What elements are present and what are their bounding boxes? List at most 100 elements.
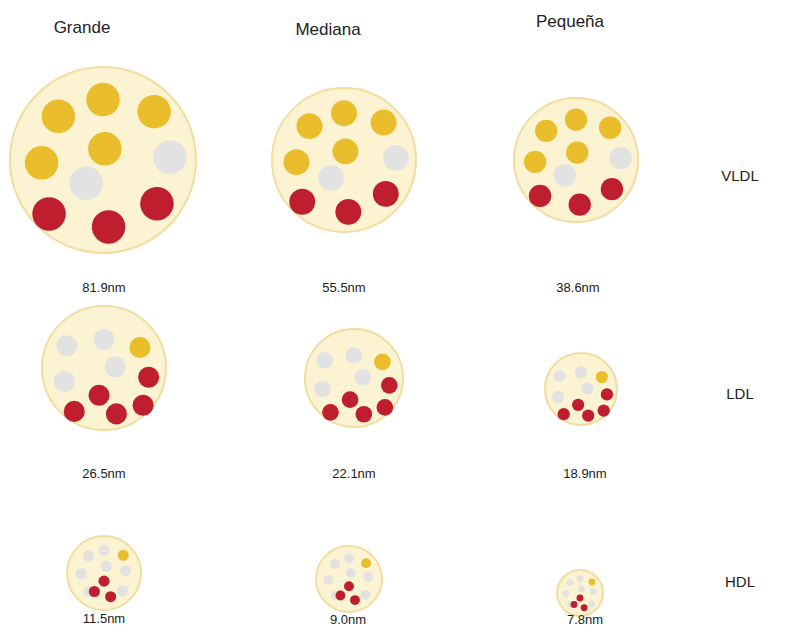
size-label: 18.9nm	[563, 467, 606, 481]
particle-shell	[42, 306, 166, 430]
particle-shell	[67, 536, 141, 610]
particle-shell	[305, 329, 403, 427]
lipid-dot	[98, 576, 109, 587]
lipid-dot	[76, 568, 87, 579]
lipid-dot	[562, 590, 569, 597]
size-label: 22.1nm	[332, 467, 375, 481]
lipid-dot	[554, 164, 576, 186]
lipid-dot	[371, 110, 397, 136]
lipoprotein-particle	[272, 88, 416, 232]
lipid-dot	[83, 550, 94, 561]
particle-shell	[272, 88, 416, 232]
column-header: Pequeña	[536, 13, 604, 32]
lipid-dot	[42, 100, 75, 133]
size-label: 11.5nm	[83, 612, 125, 626]
lipid-dot	[54, 371, 75, 392]
lipid-dot	[383, 145, 409, 171]
lipid-dot	[332, 138, 358, 164]
lipid-dot	[137, 95, 170, 128]
lipid-dot	[601, 388, 613, 400]
lipid-dot	[363, 572, 373, 582]
lipid-dot	[56, 335, 77, 356]
lipid-dot	[361, 558, 371, 568]
lipid-dot	[575, 366, 587, 378]
lipid-dot	[335, 591, 345, 601]
lipid-dot	[578, 585, 585, 592]
particle-shell	[545, 353, 617, 425]
lipid-dot	[335, 199, 361, 225]
lipid-dot	[535, 120, 557, 142]
particle-shell	[514, 98, 638, 222]
lipid-dot	[581, 604, 588, 611]
lipid-dot	[381, 377, 398, 394]
lipid-dot	[289, 189, 315, 215]
lipid-dot	[552, 391, 564, 403]
size-label: 81.9nm	[82, 281, 125, 295]
lipid-dot	[567, 579, 574, 586]
lipid-dot	[346, 347, 363, 364]
lipid-dot	[599, 117, 621, 139]
lipid-dot	[88, 132, 121, 165]
lipid-dot	[140, 187, 173, 220]
size-label: 7.8nm	[567, 613, 603, 627]
lipid-dot	[581, 382, 593, 394]
lipid-dot	[566, 141, 588, 163]
size-label: 38.6nm	[556, 281, 599, 295]
lipid-dot	[105, 356, 126, 377]
lipid-dot	[89, 385, 110, 406]
row-label: LDL	[726, 386, 754, 403]
lipid-dot	[316, 352, 333, 369]
lipid-dot	[153, 140, 186, 173]
lipid-dot	[355, 406, 372, 423]
lipoprotein-particle	[42, 306, 166, 430]
lipid-dot	[529, 185, 551, 207]
lipid-dot	[377, 399, 394, 416]
lipid-dot	[25, 146, 58, 179]
lipid-dot	[590, 588, 597, 595]
lipid-dot	[89, 586, 100, 597]
size-label: 9.0nm	[330, 613, 366, 627]
lipid-dot	[101, 561, 112, 572]
particle-shell	[10, 67, 196, 253]
lipoprotein-particle	[557, 570, 603, 616]
lipid-dot	[589, 579, 596, 586]
particle-shell	[316, 546, 382, 612]
lipid-dot	[346, 568, 356, 578]
lipid-dot	[361, 590, 371, 600]
lipid-dot	[373, 181, 399, 207]
column-header: Grande	[54, 19, 111, 38]
lipid-dot	[344, 554, 354, 564]
lipid-dot	[354, 369, 371, 386]
lipid-dot	[577, 575, 584, 582]
lipid-dot	[582, 410, 594, 422]
size-label: 26.5nm	[82, 467, 125, 481]
lipoprotein-particle	[514, 98, 638, 222]
lipid-dot	[565, 109, 587, 131]
lipid-dot	[609, 147, 631, 169]
lipid-dot	[296, 113, 322, 139]
lipid-dot	[350, 595, 360, 605]
lipid-dot	[330, 559, 340, 569]
size-label: 55.5nm	[322, 281, 365, 295]
lipid-dot	[331, 100, 357, 126]
row-label: VLDL	[721, 168, 759, 185]
lipoprotein-particle	[10, 67, 196, 253]
lipid-dot	[118, 550, 129, 561]
lipid-dot	[284, 149, 310, 175]
lipid-dot	[129, 337, 150, 358]
lipid-dot	[93, 329, 114, 350]
lipid-dot	[374, 354, 391, 371]
lipid-dot	[322, 404, 339, 421]
lipid-dot	[138, 367, 159, 388]
lipid-dot	[86, 83, 119, 116]
lipid-dot	[577, 595, 584, 602]
lipid-dot	[120, 565, 131, 576]
lipid-dot	[32, 197, 65, 230]
lipid-dot	[92, 210, 125, 243]
lipid-dot	[524, 151, 546, 173]
particle-shell	[557, 570, 603, 616]
lipid-dot	[117, 585, 128, 596]
lipid-dot	[601, 178, 623, 200]
lipid-dot	[314, 380, 331, 397]
